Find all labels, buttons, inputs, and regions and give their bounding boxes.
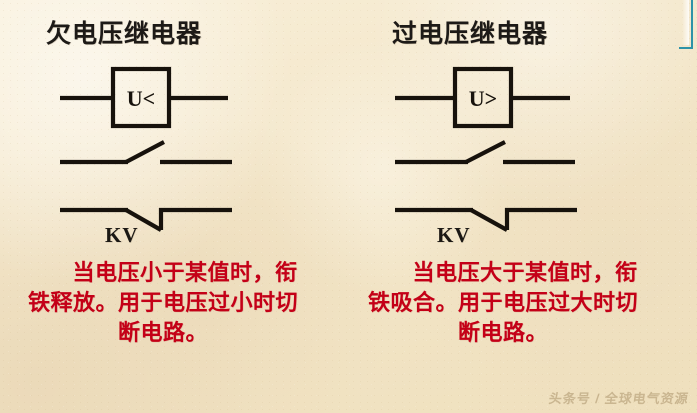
coil-symbol-overvoltage: U>	[395, 66, 570, 129]
relay-symbol-diagram-overvoltage: U>	[395, 66, 577, 232]
watermark: 头条号 / 全球电气资源	[547, 391, 690, 406]
nc-contact-blade	[469, 208, 509, 232]
description-undervoltage: 当电压小于某值时，衔铁释放。用于电压过小时切断电路。	[27, 260, 298, 345]
normally-closed-contact-overvoltage	[395, 207, 577, 232]
normally-open-contact-overvoltage	[395, 140, 575, 165]
relay-symbol-diagram-undervoltage: U<	[60, 66, 232, 232]
edge-highlight-strip	[682, 0, 689, 45]
coil-label-overvoltage: U>	[469, 86, 497, 111]
panel-title-overvoltage: 过电压继电器	[392, 21, 549, 48]
no-contact-blade	[125, 140, 165, 164]
normally-open-contact-undervoltage	[60, 140, 232, 165]
panel-title-undervoltage: 欠电压继电器	[46, 21, 203, 48]
coil-label-undervoltage: U<	[127, 86, 155, 111]
device-tag-undervoltage: KV	[105, 223, 139, 247]
nc-contact-blade	[124, 208, 163, 232]
no-contact-blade	[465, 140, 506, 164]
device-tag-overvoltage: KV	[437, 223, 471, 247]
normally-closed-contact-undervoltage	[60, 207, 232, 232]
description-overvoltage: 当电压大于某值时，衔铁吸合。用于电压过大时切断电路。	[367, 260, 638, 345]
coil-symbol-undervoltage: U<	[60, 66, 228, 129]
slide-edge-marker	[679, 0, 693, 49]
